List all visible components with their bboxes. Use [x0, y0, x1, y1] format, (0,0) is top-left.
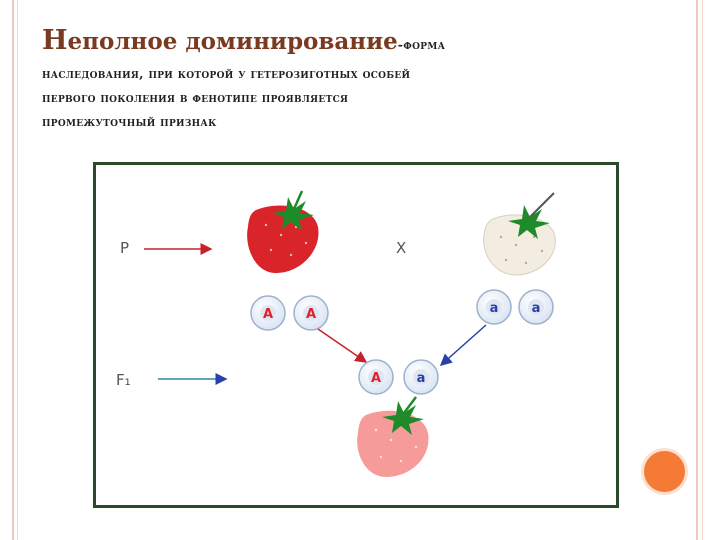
term-heading: Неполное доминирование	[42, 25, 398, 56]
slide-frame-left-inner	[17, 0, 18, 540]
definition-start: -форма	[397, 37, 446, 52]
parent1-allele-2: A	[293, 295, 329, 331]
decorative-orange-dot	[644, 451, 685, 492]
allele-label: a	[417, 371, 426, 386]
f1-allele-2: a	[403, 359, 439, 395]
parent2-allele-1: a	[476, 289, 512, 325]
title-line-2: наследования, при которой у гетерозиготн…	[42, 66, 411, 81]
parent2-allele-2: a	[518, 289, 554, 325]
parent1-allele-1: A	[250, 295, 286, 331]
slide-frame-left	[12, 0, 14, 540]
f1-generation-label: F₁	[116, 371, 131, 389]
red-strawberry-icon	[247, 190, 319, 273]
white-strawberry-icon	[483, 192, 556, 276]
slide-frame-right	[696, 0, 698, 540]
parent-generation-label: P	[120, 239, 129, 257]
allele-label: A	[371, 371, 381, 386]
term-rest: еполное доминирование	[67, 28, 398, 55]
parent2-to-f1-arrow	[439, 324, 487, 366]
inheritance-diagram: P X A	[93, 162, 619, 508]
term-first-letter: Н	[42, 25, 68, 56]
slide-title: Неполное доминирование-форма наследовани…	[42, 24, 662, 134]
allele-label: A	[306, 307, 316, 322]
pink-strawberry-icon	[357, 396, 429, 477]
parent1-to-f1-arrow	[317, 328, 368, 363]
slide-frame-right-inner	[702, 0, 703, 540]
title-line-3: первого поколения в фенотипе проявляется	[42, 90, 349, 105]
allele-label: a	[490, 301, 499, 316]
title-line-4: промежуточный признак	[42, 114, 217, 129]
f1-allele-1: A	[358, 359, 394, 395]
allele-label: A	[263, 307, 273, 322]
cross-symbol: X	[396, 239, 406, 257]
diagram-svg: P X A	[116, 190, 556, 477]
title-line-1: Неполное доминирование-форма	[42, 24, 662, 62]
allele-label: a	[532, 301, 541, 316]
